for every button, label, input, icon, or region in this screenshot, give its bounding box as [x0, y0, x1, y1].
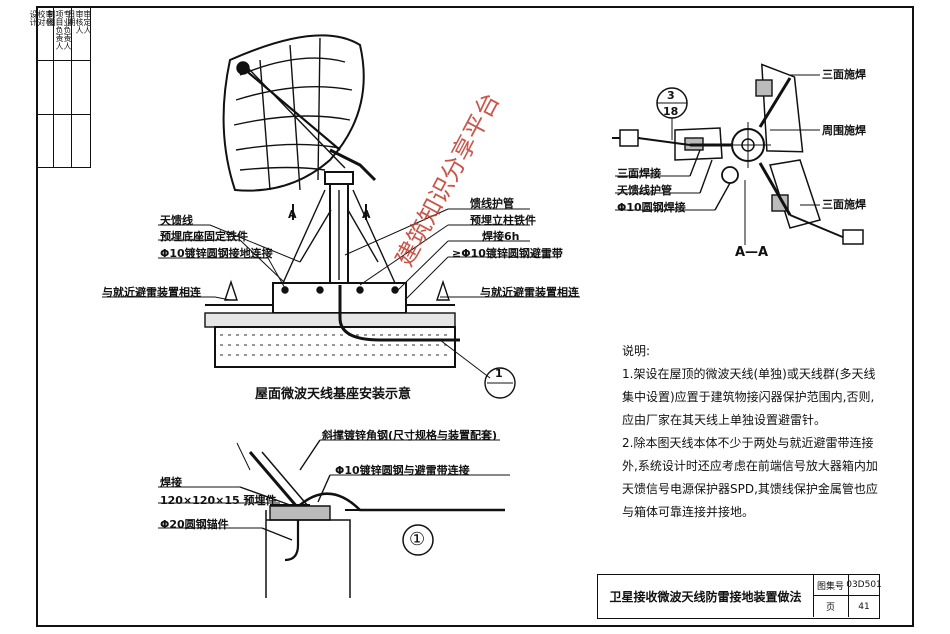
label-weld-6h: 焊接6h	[482, 230, 520, 243]
atlas-value: 03D501	[846, 575, 882, 596]
satellite-dish	[222, 34, 377, 192]
callout-1-circle	[484, 367, 516, 399]
notes-item-2: 2.除本图天线本体不少于两处与就近避雷带连接外,系统设计时还应考虑在前端信号放大…	[622, 436, 878, 519]
drawing-title: 卫星接收微波天线防雷接地装置做法	[598, 575, 814, 617]
atlas-label: 图集号	[813, 575, 849, 596]
label-phi20: Φ20圆钢锚件	[160, 518, 229, 531]
leader-lines	[102, 204, 580, 379]
notes-block: 说明: 1.架设在屋顶的微波天线(单独)或天线群(多天线集中设置)应置于建筑物接…	[622, 340, 882, 524]
page-value: 41	[858, 601, 870, 612]
roof-slab	[204, 279, 460, 368]
sidebar-divider	[36, 60, 91, 61]
notes-item-1: 1.架设在屋顶的微波天线(单独)或天线群(多天线集中设置)应置于建筑物接闪器保护…	[622, 367, 876, 427]
label-around-weld: 周围施焊	[822, 124, 866, 137]
callout-3-number: 3	[667, 89, 675, 102]
title-block: 卫星接收微波天线防雷接地装置做法 图集号 03D501 页 41	[597, 574, 882, 619]
section-mark-a-left: A	[288, 208, 297, 221]
label-ground-phi10: Φ10镀锌圆钢接地连接	[160, 247, 273, 260]
detail-1-marker: ①	[409, 529, 426, 550]
label-connect-right: 与就近避雷装置相连	[480, 286, 579, 299]
sidebar-col-leads: 专业负责人项目负责人制图	[47, 6, 72, 167]
notes-heading: 说明:	[622, 344, 651, 358]
signature-strip: 审核校对设计 专业负责人项目负责人制图 审定人审核人日期	[29, 6, 92, 168]
label-phi10-strip: ≥Φ10镀锌圆钢避雷带	[452, 247, 563, 260]
section-mark-a-right: A	[362, 208, 371, 221]
top-section-caption: 屋面微波天线基座安装示意	[255, 387, 412, 402]
label-embedded-column: 预埋立柱铁件	[470, 214, 536, 227]
callout-1-number: 1	[495, 367, 503, 380]
section-aa-caption: A—A	[735, 245, 769, 260]
sidebar-col-approvals: 审定人审核人日期	[67, 10, 92, 34]
label-phi10-ground: Φ10圆钢焊接	[617, 201, 686, 214]
label-embed-plate: 120×120×15 预埋件	[160, 494, 277, 507]
label-three-side-weld-left: 三面焊接	[617, 167, 661, 180]
label-phi10-link: Φ10镀锌圆钢与避雷带连接	[335, 464, 470, 477]
label-three-side-weld-top: 三面施焊	[822, 68, 866, 81]
label-angle-steel: 斜撑镀锌角钢(尺寸规格与装置配套)	[322, 429, 498, 442]
section-aa-drawing	[612, 63, 864, 245]
detail-1-drawing	[158, 439, 510, 598]
callout-3-sheet: 18	[663, 105, 679, 118]
page-label: 页	[813, 596, 849, 617]
label-feedline: 天馈线	[160, 214, 193, 227]
label-waveguide-sleeve: 馈线护管	[470, 197, 514, 210]
label-weld: 焊接	[160, 476, 182, 489]
sidebar-col-roles: 审核校对设计	[29, 6, 54, 167]
label-connect-left: 与就近避雷装置相连	[102, 286, 201, 299]
label-feed-sleeve: 天馈线护管	[617, 184, 672, 197]
label-base-anchor: 预埋底座固定铁件	[160, 230, 248, 243]
label-three-side-weld-bottom: 三面施焊	[822, 198, 866, 211]
sidebar-divider	[36, 114, 91, 115]
